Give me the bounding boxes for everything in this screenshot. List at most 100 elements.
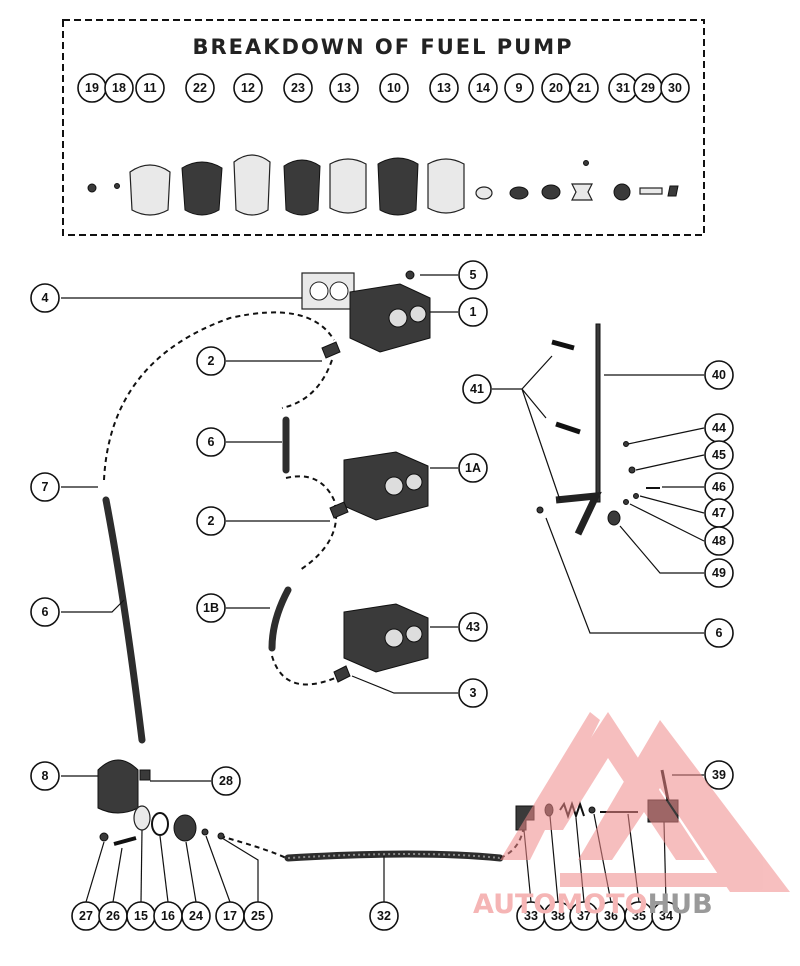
svg-text:40: 40 <box>712 368 726 382</box>
breakdown-callout-29: 29 <box>633 73 663 103</box>
svg-text:13: 13 <box>337 81 351 95</box>
callout-6: 6 <box>30 597 60 627</box>
main-parts <box>97 270 679 862</box>
callout-16: 16 <box>153 901 183 931</box>
fitting-2-lower <box>329 501 349 519</box>
svg-text:6: 6 <box>42 605 49 619</box>
rod-40 <box>595 323 601 503</box>
svg-text:1A: 1A <box>465 461 481 475</box>
callout-3: 3 <box>458 678 488 708</box>
callout-39: 39 <box>704 760 734 790</box>
breakdown-callout-14: 14 <box>468 73 498 103</box>
svg-text:39: 39 <box>712 768 726 782</box>
part-45 <box>628 466 636 474</box>
part-27 <box>99 832 109 842</box>
callout-4: 4 <box>30 283 60 313</box>
part-22 <box>181 161 223 216</box>
watermark-brand-b: HUB <box>648 889 713 920</box>
breakdown-callout-23: 23 <box>283 73 313 103</box>
breakdown-callout-31: 31 <box>608 73 638 103</box>
callout-2: 2 <box>196 506 226 536</box>
breakdown-box <box>62 19 705 236</box>
svg-text:45: 45 <box>712 448 726 462</box>
breakdown-callout-13: 13 <box>329 73 359 103</box>
breakdown-callout-9: 9 <box>504 73 534 103</box>
callout-17: 17 <box>215 901 245 931</box>
breakdown-callout-11: 11 <box>135 73 165 103</box>
svg-text:29: 29 <box>641 81 655 95</box>
watermark-brand-a: AUTOMOTO <box>473 889 648 920</box>
callout-32: 32 <box>369 901 399 931</box>
leader-lines <box>61 274 705 903</box>
svg-text:12: 12 <box>241 81 255 95</box>
callout-40: 40 <box>704 360 734 390</box>
svg-text:1B: 1B <box>203 601 219 615</box>
svg-text:22: 22 <box>193 81 207 95</box>
svg-text:16: 16 <box>161 909 175 923</box>
callout-1: 1 <box>458 297 488 327</box>
part-13a <box>329 158 367 214</box>
part-24 <box>173 814 197 842</box>
callout-36: 36 <box>596 901 626 931</box>
callout-26: 26 <box>98 901 128 931</box>
svg-text:49: 49 <box>712 566 726 580</box>
callout-1A: 1A <box>458 453 488 483</box>
callout-44: 44 <box>704 413 734 443</box>
callout-45: 45 <box>704 440 734 470</box>
callout-49: 49 <box>704 558 734 588</box>
svg-text:14: 14 <box>476 81 490 95</box>
callout-5: 5 <box>458 260 488 290</box>
part-21 <box>583 160 589 166</box>
svg-text:46: 46 <box>712 480 726 494</box>
svg-text:21: 21 <box>577 81 591 95</box>
part-9b <box>541 184 561 200</box>
callout-27: 27 <box>71 901 101 931</box>
callout-35: 35 <box>624 901 654 931</box>
part-15 <box>133 805 151 831</box>
part-47 <box>633 493 639 499</box>
breakdown-callout-19: 19 <box>77 73 107 103</box>
part-29 <box>639 187 663 195</box>
part-12 <box>233 154 271 216</box>
callout-25: 25 <box>243 901 273 931</box>
callout-2: 2 <box>196 346 226 376</box>
part-11 <box>129 164 171 216</box>
part-10 <box>377 157 419 216</box>
callout-47: 47 <box>704 498 734 528</box>
part-16 <box>151 812 169 836</box>
callout-6: 6 <box>196 427 226 457</box>
breakdown-callout-10: 10 <box>379 73 409 103</box>
svg-text:11: 11 <box>143 81 156 95</box>
watermark-logo <box>500 712 790 892</box>
svg-text:43: 43 <box>466 620 480 634</box>
svg-text:26: 26 <box>106 909 120 923</box>
part-30 <box>667 185 679 197</box>
part-17 <box>201 828 209 836</box>
hose-6-lower <box>268 586 292 652</box>
svg-text:8: 8 <box>42 769 49 783</box>
part-48 <box>623 499 629 505</box>
svg-text:4: 4 <box>42 291 49 305</box>
callout-24: 24 <box>181 901 211 931</box>
breakdown-callout-12: 12 <box>233 73 263 103</box>
callout-38: 38 <box>543 901 573 931</box>
watermark-text: AUTOMOTOHUB <box>473 889 713 920</box>
svg-text:34: 34 <box>659 909 673 923</box>
svg-text:47: 47 <box>712 506 726 520</box>
breakdown-callout-13: 13 <box>429 73 459 103</box>
callout-46: 46 <box>704 472 734 502</box>
breakdown-title: BREAKDOWN OF FUEL PUMP <box>192 35 573 59</box>
callout-48: 48 <box>704 526 734 556</box>
breakdown-callout-21: 21 <box>569 73 599 103</box>
svg-text:37: 37 <box>577 909 591 923</box>
fitting-28 <box>139 769 151 781</box>
svg-text:31: 31 <box>616 81 630 95</box>
svg-text:18: 18 <box>112 81 126 95</box>
bolt-41-lower <box>555 421 581 435</box>
lever-41 <box>555 491 602 536</box>
callout-7: 7 <box>30 472 60 502</box>
fuel-pump-8 <box>97 759 139 814</box>
callout-43: 43 <box>458 612 488 642</box>
